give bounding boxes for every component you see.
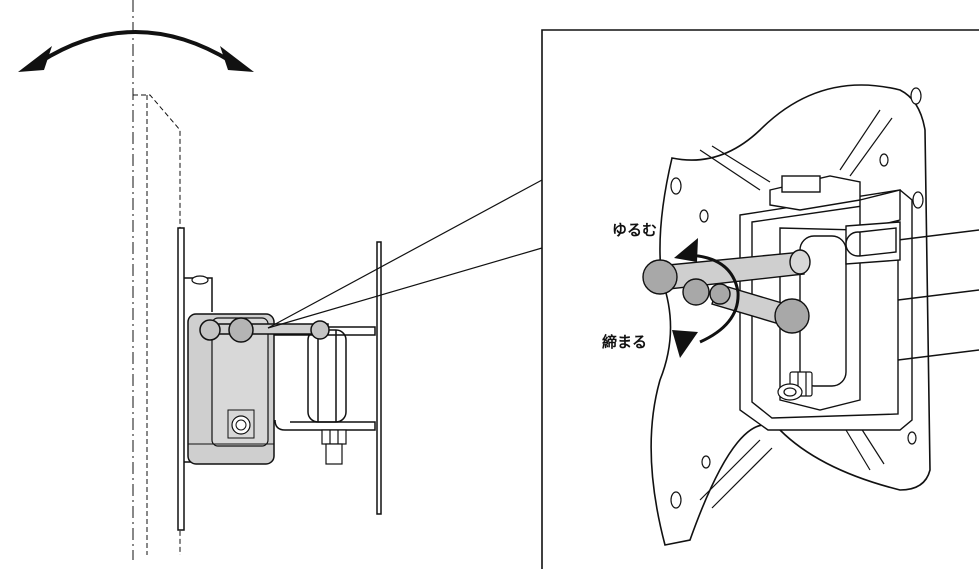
detail-knob-mid [682, 278, 710, 306]
tighten-label: 締まる [602, 333, 648, 351]
overview-view [18, 0, 543, 560]
monitor-outline-dashed [133, 94, 181, 555]
bottom-bolt [321, 429, 347, 465]
shaft-knob-main [228, 317, 254, 343]
detail-knob-back [774, 298, 810, 334]
detail-frame [541, 29, 979, 569]
tilt-shaft [199, 317, 330, 343]
detail-view [541, 29, 979, 569]
zoom-callout-lines [267, 179, 543, 329]
monitor-plate [177, 227, 185, 531]
swing-arrow-icon [18, 30, 254, 72]
detail-knob-small [709, 283, 731, 305]
loosen-label: ゆるむ [612, 221, 658, 239]
shaft-knob-end [310, 320, 330, 340]
rotation-arrows-icon [672, 238, 740, 358]
detail-shaft [642, 249, 811, 334]
shaft-knob [199, 319, 221, 341]
detail-knob-front [642, 259, 678, 295]
wall-bracket [272, 241, 382, 515]
tilt-mount-body [187, 313, 275, 465]
detail-nut-icon [777, 371, 813, 401]
